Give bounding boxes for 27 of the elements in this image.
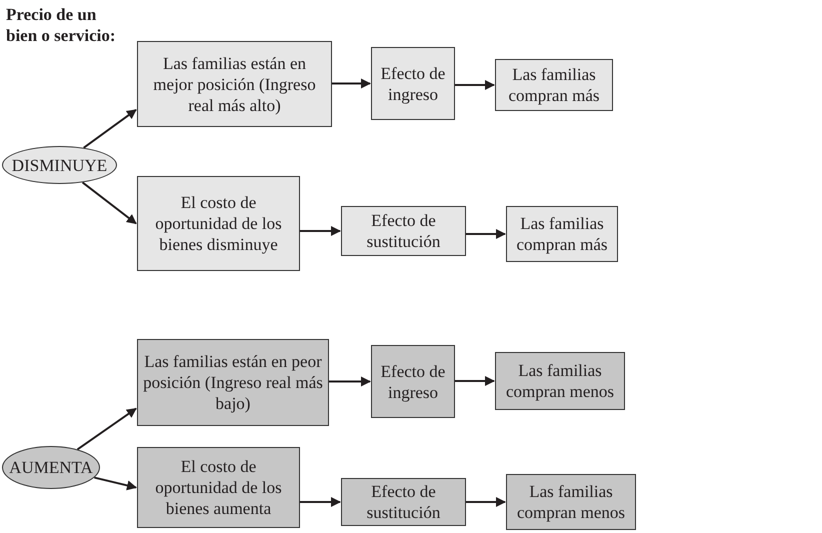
process-box: Las familias compran más (506, 206, 618, 262)
process-box: Las familias están en mejor posición (Ingreso real más alto) (137, 41, 332, 127)
arrow (466, 497, 506, 507)
arrow (455, 376, 495, 386)
process-box: Las familias compran menos (495, 352, 625, 410)
arrow (83, 109, 137, 149)
process-box: El costo de oportunidad de los bienes aumenta (137, 447, 300, 528)
process-box: Efecto de sustitución (341, 478, 466, 526)
process-box: Efecto de sustitución (341, 206, 466, 256)
arrow (332, 78, 371, 88)
arrow (455, 80, 495, 90)
process-box: Efecto de ingreso (371, 345, 455, 418)
process-box: El costo de oportunidad de los bienes disminuye (137, 176, 300, 271)
arrow (82, 182, 137, 224)
process-box: Las familias compran más (495, 59, 613, 111)
diagram-title: Precio de un bien o servicio: (6, 4, 117, 46)
ellipse-node: AUMENTA (2, 446, 100, 489)
process-box: Las familias están en peor posición (Ingreso real más bajo) (137, 339, 329, 426)
arrow (300, 497, 341, 507)
ellipse-node: DISMINUYE (2, 146, 117, 184)
arrow (329, 376, 371, 386)
arrow (94, 476, 137, 490)
process-box: Efecto de ingreso (371, 47, 455, 120)
arrow (76, 408, 137, 450)
arrow (466, 229, 506, 239)
arrow (300, 226, 341, 236)
process-box: Las familias compran menos (506, 474, 636, 530)
